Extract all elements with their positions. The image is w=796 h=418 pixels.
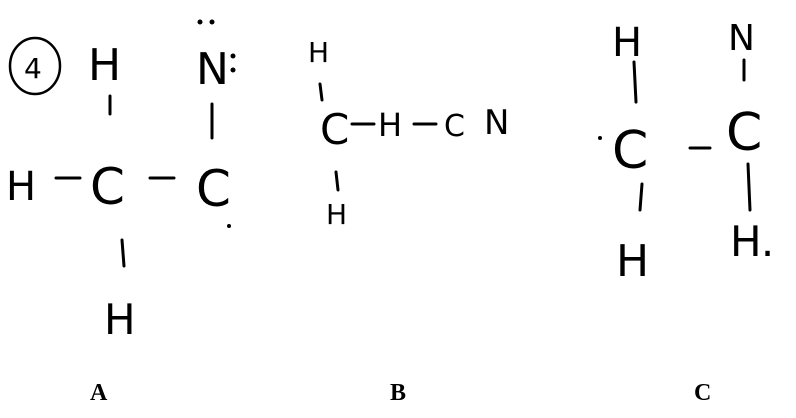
atom-c-cn: C — [444, 109, 465, 144]
lone-pair-dot — [197, 19, 203, 25]
atom-c-center: C — [90, 158, 125, 216]
lone-pair-dot — [209, 19, 215, 25]
bond-c-h-bottom — [334, 170, 340, 192]
bond-h-top-c — [318, 82, 324, 102]
number-mark-text: 4 — [24, 52, 42, 85]
bond-h-c-left — [632, 60, 638, 104]
atom-h-top: H — [612, 20, 642, 66]
lone-pair-dot — [230, 53, 236, 59]
stray-dot — [598, 136, 602, 140]
atom-c-left: C — [612, 121, 648, 181]
atom-h-left: H — [6, 164, 36, 210]
structure-c: H N C C H H. C — [598, 18, 774, 406]
atom-n-top: N — [728, 18, 755, 59]
caption-b: B — [390, 380, 406, 406]
atom-h-mid: H — [378, 106, 402, 144]
atom-h-bottom-left: H — [616, 236, 649, 287]
bond-c-left-h — [638, 182, 644, 212]
stray-dot — [227, 224, 231, 228]
atom-h-bottom: H — [104, 295, 136, 344]
atom-c-main: C — [320, 105, 349, 154]
atom-h-bottom-right: H. — [730, 217, 774, 266]
atom-h-top: H — [308, 36, 329, 69]
lone-pair-dot — [230, 67, 236, 73]
atom-h-bottom: H — [326, 198, 347, 231]
atom-c-right: C — [196, 160, 231, 218]
bond-c-h-bottom — [120, 238, 126, 268]
structure-b: H C H C N H B — [308, 36, 509, 406]
bond-c-right-h — [746, 162, 752, 212]
caption-a: A — [90, 380, 108, 406]
atom-n-top: N — [196, 44, 229, 95]
atom-h-top: H — [88, 40, 121, 91]
structure-a: 4 H H C H N C A — [6, 19, 236, 406]
atom-c-right: C — [726, 103, 762, 163]
circled-number-mark — [8, 36, 62, 96]
caption-c: C — [694, 380, 711, 406]
atom-n-cn: N — [484, 103, 509, 143]
